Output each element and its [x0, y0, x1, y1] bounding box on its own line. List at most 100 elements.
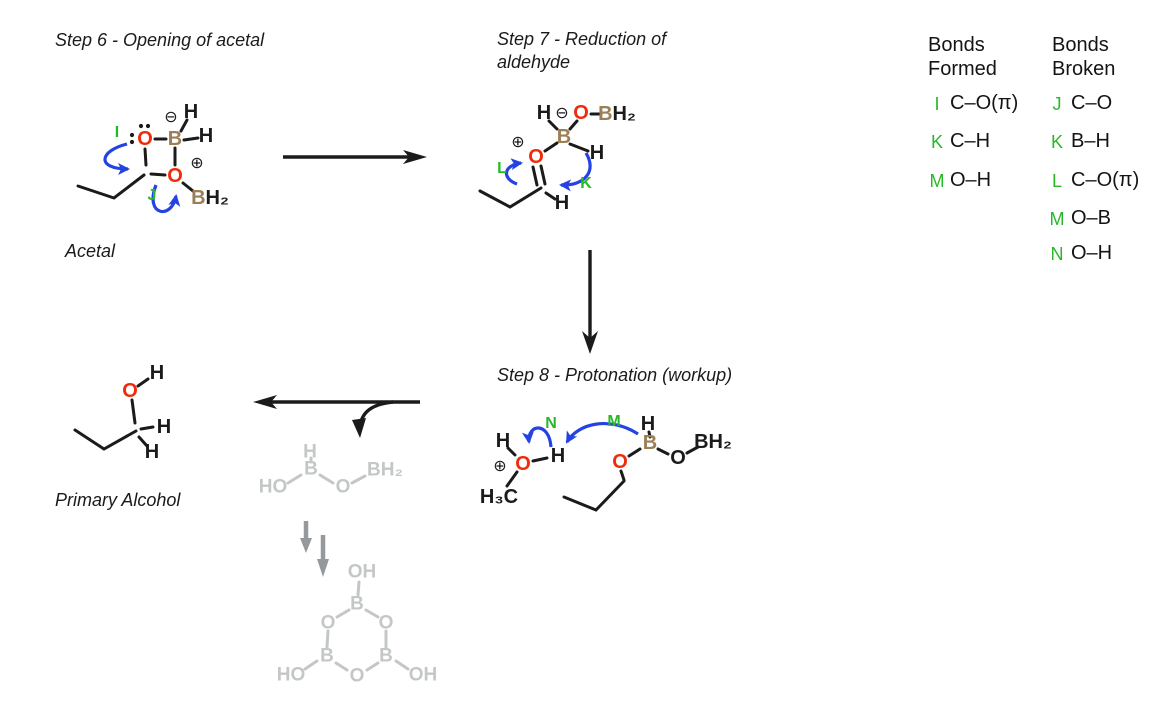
bonds-broken-header-line1: Bonds	[1052, 34, 1109, 56]
oxygen-atom: O	[670, 447, 686, 469]
arrow-label-j: J	[147, 187, 157, 204]
bh2-group: BH₂	[191, 188, 229, 208]
step8-protonation-structure	[505, 421, 700, 512]
reaction-arrow-right	[283, 150, 427, 164]
hydrogen-atom: H	[156, 416, 172, 438]
broken-row-label: N	[1050, 244, 1064, 264]
boron-atom: B	[642, 432, 658, 454]
byproduct-branch-arrow	[358, 400, 394, 427]
hydroxyl-group: OH	[408, 664, 438, 686]
minus-charge-icon: ⊖	[555, 105, 569, 122]
curved-arrow-N	[521, 426, 553, 448]
oxygen-atom: O	[573, 102, 589, 124]
broken-row-bond: O–B	[1071, 207, 1112, 229]
hydrogen-atom: H	[640, 413, 656, 435]
h2-label: H₂	[612, 103, 636, 125]
boron-atom: B	[379, 645, 393, 667]
step6-title: Step 6 - Opening of acetal	[55, 30, 265, 50]
methyl-group: H₃C	[479, 486, 519, 508]
boron-atom: B	[350, 593, 364, 615]
h2-label: H₂	[205, 187, 229, 209]
formed-row-label: I	[934, 94, 940, 114]
plus-charge-icon: ⊕	[493, 458, 507, 475]
broken-row-label: M	[1049, 209, 1065, 229]
lone-pair-dot	[129, 139, 135, 145]
formed-row-bond: O–H	[950, 169, 992, 191]
step6-acetal-structure	[76, 118, 200, 214]
hydrogen-atom: H	[536, 102, 552, 124]
formed-row-bond: C–O(π)	[950, 92, 1019, 114]
oxygen-atom: O	[167, 165, 183, 187]
reaction-arrow-down	[582, 250, 598, 354]
hydrogen-atom: H	[589, 142, 605, 164]
oxygen-atom: O	[122, 380, 138, 402]
minus-charge-icon: ⊖	[164, 109, 178, 126]
hydrogen-atom: H	[495, 430, 511, 452]
plus-charge-icon: ⊕	[190, 155, 204, 172]
bonds-formed-header-line2: Formed	[928, 58, 997, 80]
curved-arrow-J	[151, 184, 181, 214]
curved-arrow-I	[103, 142, 130, 175]
acetal-caption: Acetal	[65, 241, 116, 261]
reaction-arrow-left	[253, 395, 420, 438]
broken-row-label: K	[1050, 132, 1064, 152]
oxygen-atom: O	[349, 665, 365, 687]
oxygen-atom: O	[528, 146, 544, 168]
broken-row-label: J	[1052, 94, 1062, 114]
boron-atom: B	[191, 187, 206, 209]
arrow-label-m: M	[607, 413, 621, 430]
bonds-broken-header-line2: Broken	[1052, 58, 1116, 80]
broken-row-bond: C–O(π)	[1071, 169, 1140, 191]
curved-arrow-M	[565, 421, 639, 444]
bonds-formed-header-line1: Bonds	[928, 34, 985, 56]
boron-atom: B	[598, 103, 613, 125]
step7-title-line2: aldehyde	[497, 52, 571, 72]
hydroxyl-group: OH	[347, 561, 377, 583]
primary-alcohol-caption: Primary Alcohol	[55, 490, 181, 510]
step8-title: Step 8 - Protonation (workup)	[497, 365, 733, 385]
arrow-label-l: L	[497, 160, 507, 177]
primary-alcohol-structure	[73, 377, 155, 451]
step7-aldehyde-structure	[478, 112, 603, 209]
lone-pair-dot	[129, 132, 135, 138]
broken-row-bond: B–H	[1071, 130, 1110, 152]
borane-byproduct-structure	[286, 456, 367, 485]
hydrogen-atom: H	[554, 192, 570, 214]
boroxine-structure	[303, 580, 410, 672]
oxygen-atom: O	[335, 476, 351, 498]
hydrogen-atom: H	[183, 101, 199, 123]
formed-row-bond: C–H	[950, 130, 991, 152]
broken-row-label: L	[1051, 171, 1063, 191]
arrow-label-k: K	[580, 175, 592, 192]
boron-atom: B	[304, 458, 318, 480]
hydrogen-atom: H	[144, 441, 160, 463]
boron-atom: B	[167, 128, 183, 150]
curved-arrow-K	[559, 152, 592, 192]
oxygen-atom: O	[515, 453, 531, 475]
hydrogen-atom: H	[303, 441, 317, 463]
step7-title-line1: Step 7 - Reduction of	[497, 29, 667, 49]
curved-arrow-L	[505, 158, 523, 186]
bh2-group: BH₂	[598, 104, 636, 124]
hydrogen-atom: H	[198, 125, 214, 147]
formed-row-label: M	[929, 171, 945, 191]
lone-pair-dot	[145, 123, 151, 129]
broken-row-bond: O–H	[1071, 242, 1113, 264]
bh2-group: BH₂	[694, 431, 732, 453]
hydrogen-atom: H	[149, 362, 165, 384]
plus-charge-icon: ⊕	[511, 134, 525, 151]
boron-atom: B	[556, 126, 572, 148]
arrow-label-n: N	[545, 415, 557, 432]
oxygen-atom: O	[137, 128, 153, 150]
hydroxyl-group: HO	[276, 664, 306, 686]
hydroxyl-group: HO	[258, 476, 288, 498]
oxygen-atom: O	[320, 612, 336, 634]
oxygen-atom: O	[612, 451, 628, 473]
lone-pair-dot	[138, 123, 144, 129]
boron-atom: B	[320, 645, 334, 667]
oxygen-atom: O	[378, 612, 394, 634]
formed-row-label: K	[930, 132, 944, 152]
decomposition-arrows	[300, 521, 329, 577]
